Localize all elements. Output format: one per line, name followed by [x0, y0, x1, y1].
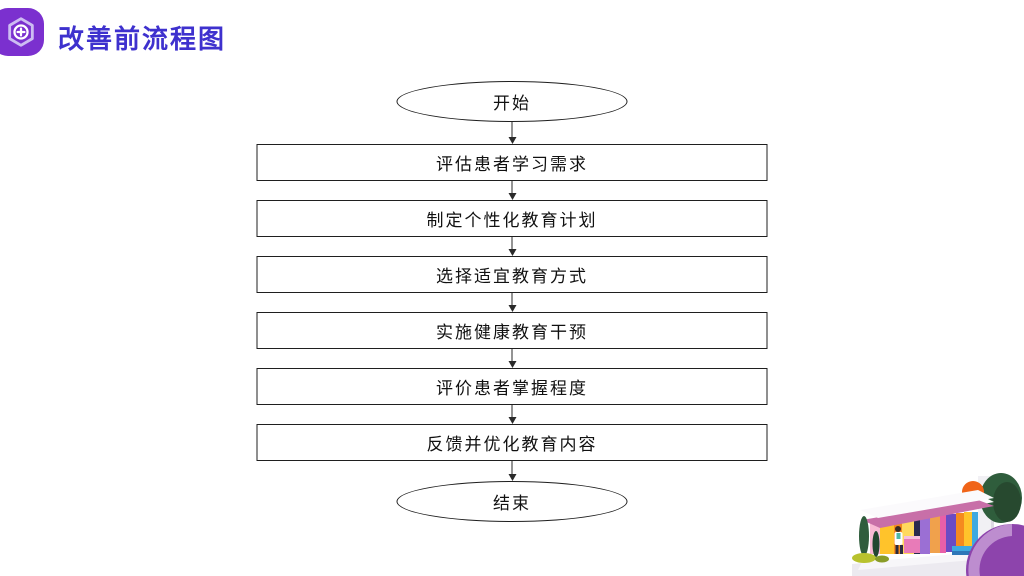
arrow-head-icon — [508, 361, 516, 368]
flow-step-4-label: 实施健康教育干预 — [436, 323, 588, 342]
arrow-shaft — [511, 181, 513, 194]
arrow-head-icon — [508, 417, 516, 424]
flow-arrow-2 — [506, 181, 518, 200]
arrow-head-icon — [508, 474, 516, 481]
flow-step-1: 评估患者学习需求 — [256, 144, 768, 181]
arrow-shaft — [511, 405, 513, 418]
flow-arrow-4 — [506, 293, 518, 312]
arrow-shaft — [511, 293, 513, 306]
flow-step-3-label: 选择适宜教育方式 — [436, 267, 588, 286]
flow-step-5: 评价患者掌握程度 — [256, 368, 768, 405]
medical-cross-hexagon-icon — [0, 8, 44, 56]
flow-arrow-7 — [506, 461, 518, 481]
slide-header: 改善前流程图 — [0, 0, 1024, 64]
flow-step-4: 实施健康教育干预 — [256, 312, 768, 349]
arrow-shaft — [511, 349, 513, 362]
arrow-head-icon — [508, 137, 516, 144]
flow-arrow-6 — [506, 405, 518, 424]
flow-node-start: 开始 — [396, 81, 628, 122]
flow-step-2-label: 制定个性化教育计划 — [426, 211, 598, 230]
arrow-shaft — [511, 122, 513, 138]
arrow-head-icon — [508, 305, 516, 312]
arrow-shaft — [511, 461, 513, 475]
flow-arrow-1 — [506, 122, 518, 144]
flow-step-6-label: 反馈并优化教育内容 — [426, 435, 598, 454]
page-title: 改善前流程图 — [58, 24, 227, 54]
flow-step-3: 选择适宜教育方式 — [256, 256, 768, 293]
hexagon-cross-glyph — [8, 17, 34, 47]
flow-step-5-label: 评价患者掌握程度 — [436, 379, 588, 398]
arrow-shaft — [511, 237, 513, 250]
clinic-building-illustration — [852, 458, 1024, 576]
flow-arrow-3 — [506, 237, 518, 256]
flow-node-end-label: 结束 — [493, 494, 531, 513]
flow-step-2: 制定个性化教育计划 — [256, 200, 768, 237]
flow-arrow-5 — [506, 349, 518, 368]
flow-step-6: 反馈并优化教育内容 — [256, 424, 768, 461]
flow-node-start-label: 开始 — [493, 94, 531, 113]
arrow-head-icon — [508, 249, 516, 256]
flow-step-1-label: 评估患者学习需求 — [436, 155, 588, 174]
arrow-head-icon — [508, 193, 516, 200]
clinic-illustration-graphic — [852, 473, 1024, 576]
flow-node-end: 结束 — [396, 481, 628, 522]
flowchart: 开始 评估患者学习需求 制定个性化教育计划 选择适宜教育方式 实施健康教育干预 … — [256, 81, 768, 522]
